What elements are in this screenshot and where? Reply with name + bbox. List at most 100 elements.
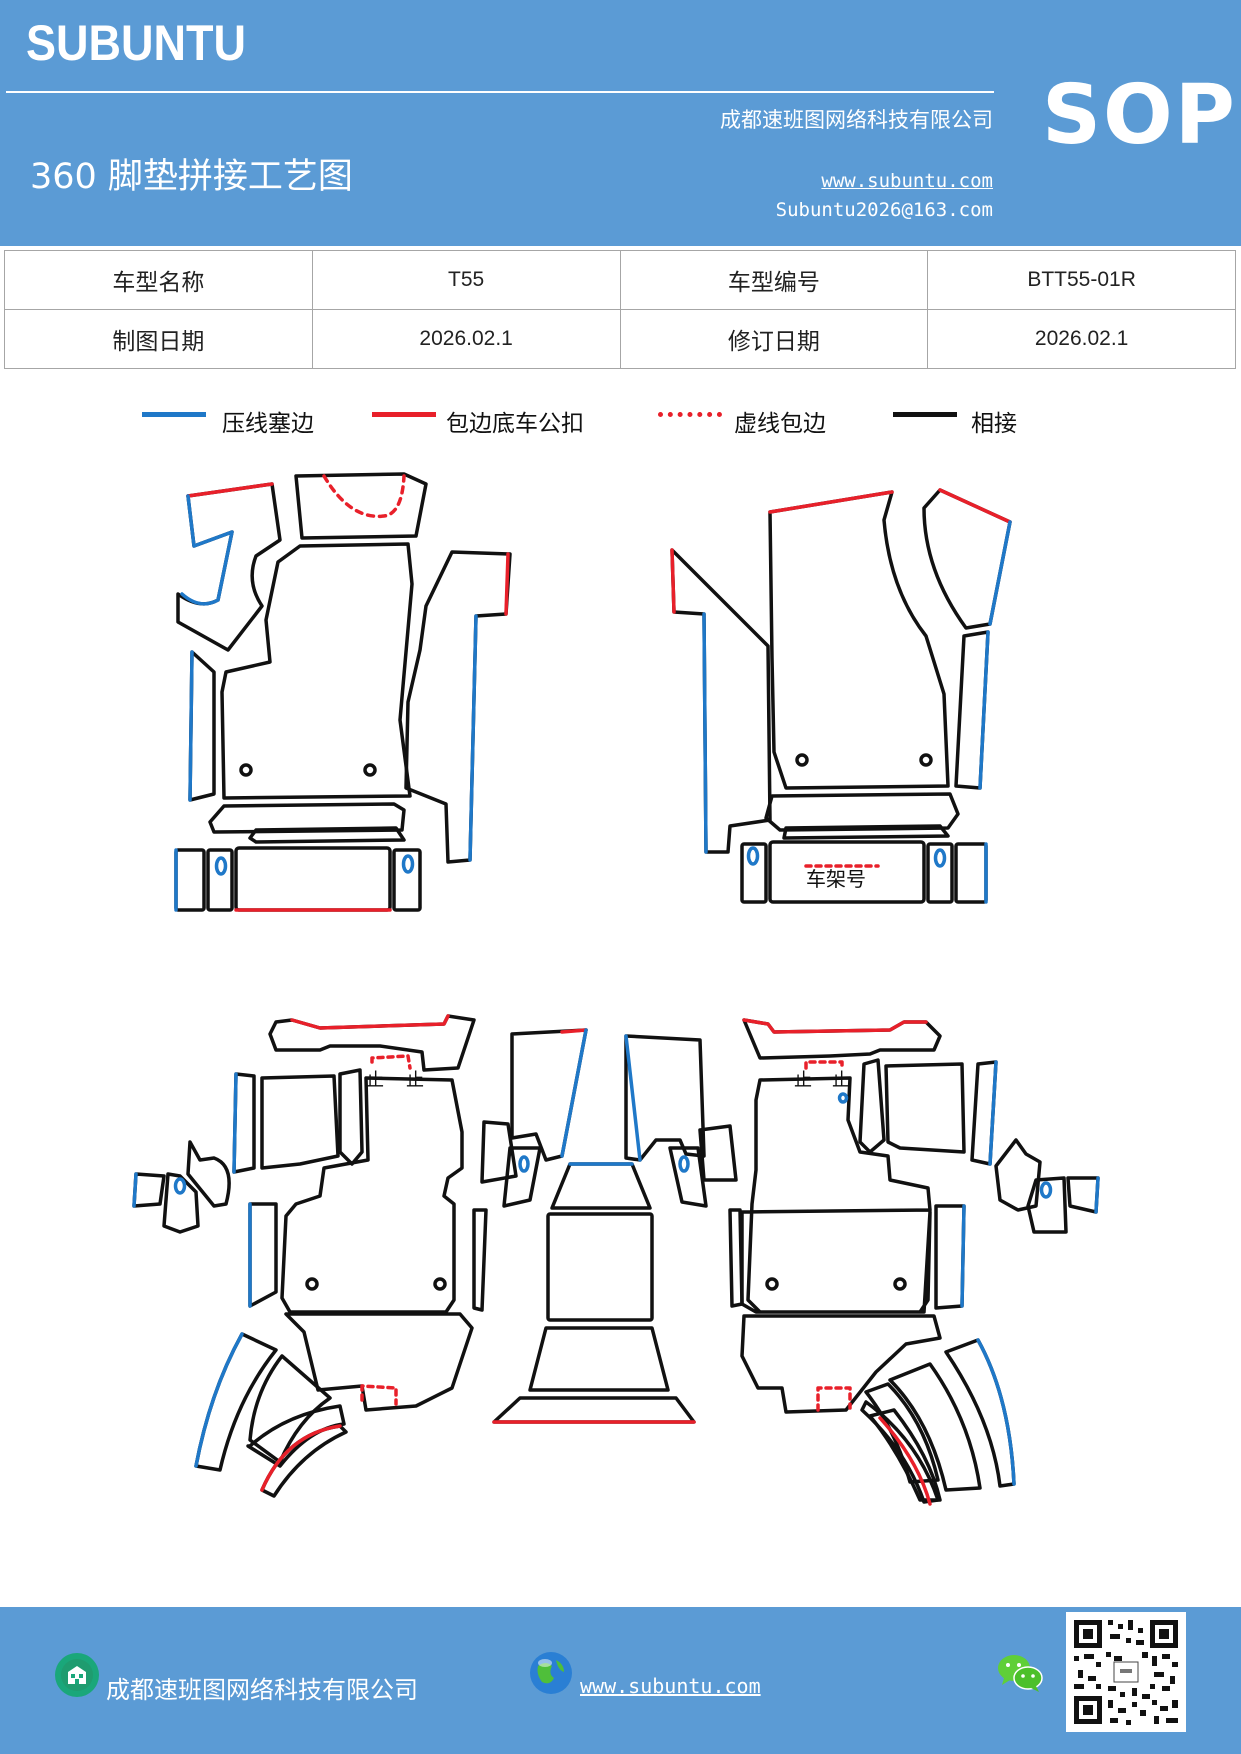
edge-dashed	[370, 1054, 412, 1070]
model-name-label: 车型名称	[4, 250, 313, 310]
mat-piece	[922, 488, 1012, 630]
edge-blue	[1094, 1176, 1100, 1214]
edge-blue	[188, 650, 194, 802]
front-left-mat-group	[174, 472, 512, 912]
edge-blue	[988, 520, 1012, 626]
edge-red	[186, 482, 274, 498]
edge-blue	[468, 614, 478, 862]
mat-piece	[764, 792, 960, 832]
mat-piece	[220, 542, 414, 800]
legend-swatch	[142, 412, 206, 417]
mat-piece	[740, 1076, 932, 1314]
mat-piece	[206, 848, 234, 912]
mat-piece	[208, 802, 406, 834]
legend-label: 压线塞边	[222, 411, 314, 437]
stop-mark: 止	[832, 1070, 850, 1091]
stop-mark: 止	[794, 1070, 812, 1091]
mat-hole	[765, 1277, 779, 1291]
clip-hole	[933, 848, 947, 868]
edge-dashed	[322, 474, 406, 519]
mat-piece	[248, 826, 406, 844]
brand-logo: SUBUNTU	[26, 15, 246, 71]
mat-hole	[305, 1277, 319, 1291]
stop-mark: 止	[366, 1070, 384, 1091]
mat-piece	[934, 1204, 966, 1310]
edge-blue	[132, 1172, 138, 1208]
mat-piece	[472, 1208, 488, 1312]
mat-piece	[188, 650, 216, 802]
mat-piece	[868, 1408, 942, 1502]
mat-piece	[502, 1146, 542, 1208]
edge-dashed	[360, 1384, 398, 1406]
drawing-date-label: 制图日期	[4, 309, 313, 369]
mat-piece	[480, 1120, 518, 1184]
edge-blue	[702, 612, 708, 854]
legend-label: 虚线包边	[734, 411, 826, 437]
legend-swatch	[893, 412, 957, 417]
clip-hole	[746, 846, 760, 866]
mat-piece	[994, 1138, 1042, 1212]
edge-blue	[180, 494, 234, 606]
mat-piece	[670, 548, 772, 854]
mat-piece	[768, 490, 950, 790]
document-title: 360 脚垫拼接工艺图	[30, 157, 353, 197]
mat-hole	[433, 1277, 447, 1291]
mat-piece	[698, 1124, 738, 1182]
mat-piece	[742, 1018, 942, 1060]
vehicle-info-table: 车型名称 T55 车型编号 BTT55-01R 制图日期 2026.02.1 修…	[4, 250, 1236, 369]
edge-dashed	[816, 1386, 852, 1412]
edge-red	[938, 488, 1012, 524]
mat-piece	[260, 1074, 340, 1170]
rear-left-mat-group	[132, 1014, 488, 1498]
edge-red	[560, 1028, 588, 1034]
edge-blue	[560, 1028, 588, 1158]
mat-piece	[858, 1058, 886, 1154]
mat-hole	[363, 763, 377, 777]
mat-piece	[174, 848, 206, 912]
edge-blue	[232, 1072, 238, 1174]
header-email[interactable]: Subuntu2026@163.com	[775, 199, 993, 221]
mat-piece	[550, 1162, 652, 1210]
header-website-link[interactable]: www.subuntu.com	[821, 170, 993, 192]
qr-code[interactable]	[1066, 1612, 1186, 1732]
table-row: 制图日期 2026.02.1 修订日期 2026.02.1	[4, 309, 1236, 369]
mat-piece	[888, 1362, 982, 1492]
mat-piece	[1026, 1176, 1068, 1234]
header-banner	[0, 0, 1241, 246]
rear-right-mat-group	[728, 1018, 1100, 1506]
footer-website-link[interactable]: www.subuntu.com	[580, 1674, 761, 1698]
header-company-name: 成都速班图网络科技有限公司	[720, 108, 993, 132]
legend-label: 包边底车公扣	[446, 411, 584, 437]
table-row: 车型名称 T55 车型编号 BTT55-01R	[4, 250, 1236, 310]
drawing-date-value: 2026.02.1	[311, 309, 621, 369]
mat-piece	[884, 1062, 966, 1154]
mat-piece	[284, 1312, 474, 1412]
edge-red	[504, 552, 510, 616]
edge-red	[290, 1014, 450, 1030]
mat-piece	[926, 842, 954, 904]
edge-red	[260, 1424, 342, 1492]
mat-hole	[239, 763, 253, 777]
edge-blue	[976, 1338, 1016, 1486]
mat-piece	[280, 1076, 464, 1314]
clip-hole	[518, 1155, 530, 1173]
mat-piece	[186, 1140, 231, 1208]
mat-hole	[893, 1277, 907, 1291]
model-code-label: 车型编号	[619, 250, 929, 310]
mat-piece	[338, 1068, 364, 1166]
mat-piece	[234, 846, 392, 912]
edge-blue	[988, 1060, 998, 1166]
sop-label: SOP	[1042, 68, 1237, 163]
mat-piece	[404, 550, 512, 864]
mat-piece	[294, 472, 428, 540]
clip-hole	[401, 854, 415, 874]
mat-piece	[546, 1212, 654, 1322]
stop-mark: 止	[406, 1070, 424, 1091]
edge-blue	[624, 1034, 642, 1162]
revision-date-label: 修订日期	[619, 309, 929, 369]
edge-dashed	[804, 1060, 844, 1072]
globe-icon	[530, 1652, 572, 1694]
mat-piece	[728, 1208, 744, 1308]
clip-hole	[837, 1092, 849, 1104]
